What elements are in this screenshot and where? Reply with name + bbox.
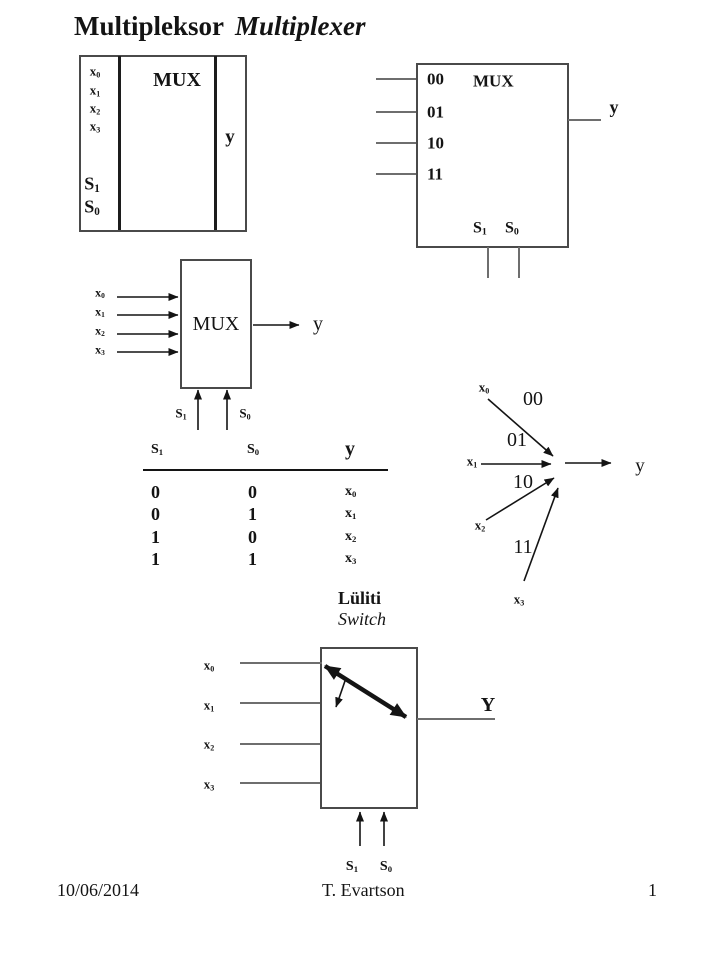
- switch-wiper-arrow: [323, 664, 408, 719]
- selector-code-11: 11: [513, 536, 533, 558]
- mux-symbol-input-x3: x3: [95, 342, 105, 358]
- mux-symbol-input-x0: x0: [95, 285, 105, 301]
- mux1-input-label-x3: x3: [89, 118, 101, 135]
- mux-symbol-select-s1: S1: [175, 405, 187, 422]
- switch-input-x1: x1: [203, 697, 215, 714]
- truth-table-header-s1: S1: [151, 442, 164, 457]
- truth-table-cell: x3: [345, 551, 357, 566]
- selector-input-x1: x1: [466, 453, 478, 470]
- truth-table-cell: 1: [151, 527, 160, 547]
- switch-input-x0: x0: [203, 657, 215, 674]
- mux-symbol-select-s0: S0: [239, 405, 251, 422]
- mux-symbol-output-label: y: [313, 313, 323, 335]
- switch-select-s0: S0: [379, 859, 393, 874]
- switch-select-arrows: [356, 811, 388, 846]
- mux2-input-wires: [376, 78, 416, 175]
- truth-table-cell: 1: [248, 549, 257, 569]
- switch-select-s1: S1: [345, 859, 359, 874]
- mux2-code-01: 01: [427, 102, 444, 122]
- truth-table-cell: x0: [345, 484, 357, 499]
- switch-input-wires: [240, 662, 322, 784]
- switch-output-label: Y: [480, 694, 496, 716]
- truth-table-header-y: y: [345, 438, 355, 460]
- footer-date: 10/06/2014: [57, 880, 140, 900]
- mux-block-diagram-1-box: [79, 55, 247, 232]
- mux2-select-label-s1: S1: [473, 219, 487, 238]
- mux2-output-label: y: [609, 97, 619, 117]
- selector-input-x2: x2: [474, 517, 486, 534]
- switch-title-estonian: Lüliti: [338, 588, 382, 608]
- mux2-title: MUX: [473, 71, 514, 91]
- mux-symbol-input-x1: x1: [95, 304, 105, 320]
- mux2-code-10: 10: [427, 133, 444, 153]
- mux-symbol-box: [180, 259, 252, 389]
- selector-output-label: y: [635, 455, 645, 477]
- truth-table-cell: 1: [248, 504, 257, 524]
- selector-code-10: 10: [513, 471, 533, 493]
- footer-page-number: 1: [648, 880, 657, 900]
- selector-input-x0: x0: [478, 379, 490, 396]
- mux-symbol-input-x2: x2: [95, 323, 105, 339]
- mux-block-1-divider-right: [214, 56, 217, 230]
- mux1-select-label-s0: S0: [84, 196, 100, 219]
- mux-block-diagram-2-box: [416, 63, 569, 248]
- switch-diagram-box: [320, 647, 418, 809]
- mux-block-1-divider-left: [118, 56, 121, 230]
- mux1-input-label-x2: x2: [89, 100, 101, 117]
- mux-symbol-input-arrows: [117, 293, 179, 356]
- footer-author: T. Evartson: [322, 880, 405, 900]
- mux1-input-label-x0: x0: [89, 63, 101, 80]
- mux2-select-wires: [487, 247, 520, 278]
- switch-input-x2: x2: [203, 736, 215, 753]
- mux-symbol-title: MUX: [192, 313, 240, 335]
- mux1-output-label: y: [225, 126, 235, 148]
- selector-arrows: [481, 398, 612, 582]
- truth-table-cell: 0: [151, 482, 160, 502]
- truth-table-header-s0: S0: [247, 442, 260, 457]
- truth-table-cell: x2: [345, 529, 357, 544]
- selector-input-x3: x3: [513, 591, 525, 608]
- mux2-select-label-s0: S0: [505, 219, 519, 238]
- mux2-code-00: 00: [427, 69, 444, 89]
- switch-motion-arrow: [335, 677, 347, 708]
- mux2-code-11: 11: [427, 164, 444, 184]
- switch-title-english: Switch: [338, 609, 386, 629]
- mux1-title: MUX: [153, 69, 201, 91]
- selector-code-01: 01: [507, 429, 527, 451]
- truth-table-cell: 0: [151, 504, 160, 524]
- mux-symbol-select-arrows: [194, 389, 231, 430]
- truth-table-cell: 0: [248, 527, 257, 547]
- truth-table-cell: 0: [248, 482, 257, 502]
- mux1-input-label-x1: x1: [89, 82, 101, 99]
- switch-input-x3: x3: [203, 776, 215, 793]
- mux1-select-label-s1: S1: [84, 173, 100, 196]
- truth-table-cell: x1: [345, 506, 357, 521]
- truth-table-cell: 1: [151, 549, 160, 569]
- selector-code-00: 00: [523, 388, 543, 410]
